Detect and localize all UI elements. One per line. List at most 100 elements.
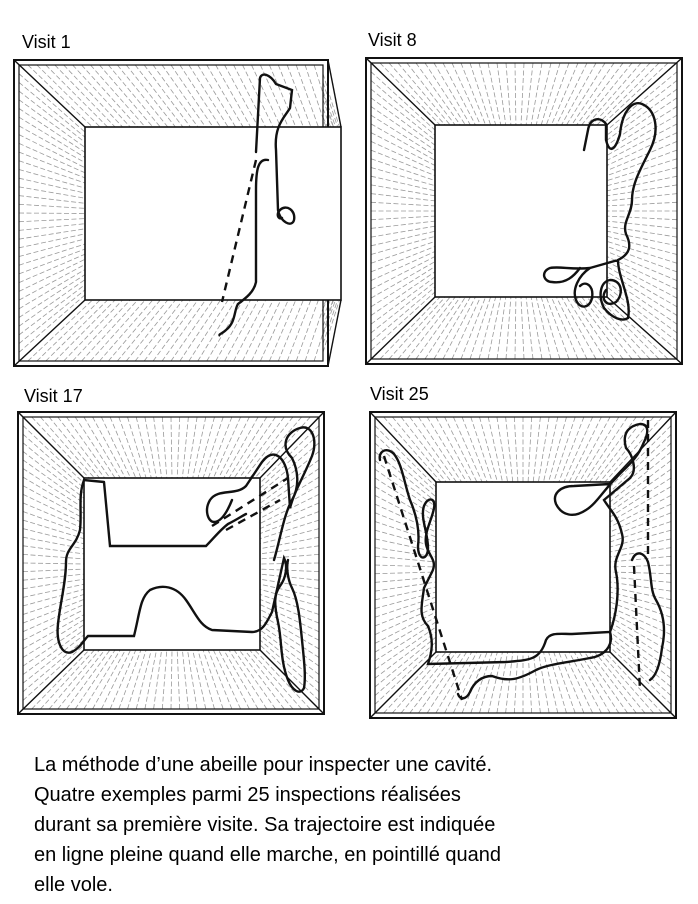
wall-hatch-line (584, 651, 628, 714)
wall-hatch-line (228, 649, 268, 710)
cavity-opening (84, 126, 342, 301)
wall-hatch-line (370, 167, 436, 187)
wall-hatch-line (374, 425, 437, 488)
wall-hatch-line (601, 62, 669, 126)
wall-hatch-line (215, 299, 251, 362)
wall-hatch-line (170, 416, 173, 479)
wall-hatch-line (31, 649, 90, 710)
wall-hatch-line (206, 64, 244, 128)
wall-hatch-line (383, 416, 442, 483)
cavity-frame (369, 411, 677, 719)
wall-hatch-line (487, 62, 502, 126)
outer-frame (369, 411, 677, 719)
wall-hatch-line (22, 614, 85, 650)
wall-hatch-line (545, 296, 570, 360)
wall-hatch-line (374, 601, 437, 627)
wall-hatch-line (426, 416, 468, 483)
wall-hatch-line (63, 64, 123, 128)
wall-hatch-line (18, 212, 86, 214)
wall-hatch-line (18, 279, 86, 327)
wall-hatch-line (125, 64, 176, 128)
wall-hatch-line (83, 416, 121, 479)
corner-edge (327, 299, 342, 367)
wall-hatch-line (22, 609, 85, 641)
wall-hatch-line (22, 583, 85, 598)
wall-hatch-line (295, 299, 319, 362)
wall-hatch-line (370, 286, 436, 342)
wall-hatch-line (127, 416, 147, 479)
wall-hatch-line (374, 611, 437, 644)
wall-hatch-line (433, 62, 471, 126)
wall-hatch-line (609, 631, 672, 679)
wall-hatch-line (72, 64, 131, 128)
wall-hatch-line (609, 591, 672, 609)
wall-hatch-line (18, 274, 86, 318)
wall-hatch-line (606, 266, 678, 308)
wall-hatch-line (535, 296, 552, 360)
wall-hatch-line (74, 416, 116, 479)
wall-hatch-line (460, 296, 486, 360)
wall-hatch-line (609, 486, 672, 523)
wall-hatch-line (31, 416, 90, 479)
walking-trajectory (56, 478, 307, 693)
wall-hatch-line (538, 416, 550, 483)
wall-hatch-line (259, 578, 320, 590)
wall-hatch-line (259, 451, 320, 499)
wall-hatch-line (269, 64, 297, 128)
wall-hatch-line (224, 64, 259, 128)
wall-hatch-line (18, 248, 86, 275)
wall-hatch-line (520, 62, 525, 126)
wall-hatch-line (532, 416, 541, 483)
wall-hatch-line (127, 649, 147, 710)
wall-hatch-line (442, 296, 476, 360)
wall-hatch-line (22, 433, 85, 489)
wall-hatch-line (259, 588, 320, 607)
wall-hatch-line (322, 73, 342, 133)
wall-hatch-line (18, 233, 86, 249)
wall-hatch-line (553, 651, 576, 714)
wall-hatch-line (566, 296, 606, 360)
wall-hatch-line (418, 416, 462, 483)
walking-trajectory (236, 73, 296, 306)
wall-hatch-line (197, 64, 236, 128)
wall-hatch-line (609, 468, 672, 513)
wall-hatch-line (92, 416, 126, 479)
wall-hatch-line (576, 62, 624, 126)
wall-hatch-line (556, 296, 588, 360)
wall-hatch-line (370, 184, 436, 197)
wall-hatch-line (606, 175, 678, 192)
wall-hatch-line (469, 296, 491, 360)
wall-hatch-line (63, 299, 123, 362)
wall-hatch-line (22, 573, 85, 581)
wall-hatch-line (609, 529, 672, 548)
corner-edge (365, 296, 436, 365)
wall-hatch-line (213, 416, 241, 479)
wall-hatch-line (370, 235, 436, 255)
wall-hatch-line (374, 486, 437, 523)
walking-trajectory (542, 102, 657, 321)
wall-hatch-line (48, 416, 100, 479)
wall-hatch-line (238, 649, 285, 710)
wall-hatch-line (22, 578, 85, 590)
wall-hatch-line (18, 151, 86, 179)
wall-hatch-line (244, 416, 294, 479)
wall-hatch-line (118, 649, 142, 710)
wall-hatch-line (176, 416, 181, 479)
wall-hatch-line (370, 106, 436, 151)
wall-hatch-line (584, 416, 628, 483)
wall-hatch-line (259, 604, 320, 633)
wall-hatch-line (18, 258, 86, 292)
wall-hatch-line (170, 649, 173, 710)
wall-hatch-line (259, 629, 320, 675)
wall-hatch-line (606, 251, 678, 281)
wall-hatch-line (18, 143, 86, 174)
wall-hatch-line (609, 538, 672, 553)
wall-hatch-line (259, 433, 320, 489)
corner-edge (606, 296, 683, 365)
wall-hatch-line (513, 416, 519, 483)
wall-hatch-line (609, 521, 672, 543)
flying-trajectory (382, 420, 650, 701)
wall-hatch-line (374, 451, 437, 503)
wall-hatch-line (374, 626, 437, 670)
wall-hatch-line (573, 651, 611, 714)
